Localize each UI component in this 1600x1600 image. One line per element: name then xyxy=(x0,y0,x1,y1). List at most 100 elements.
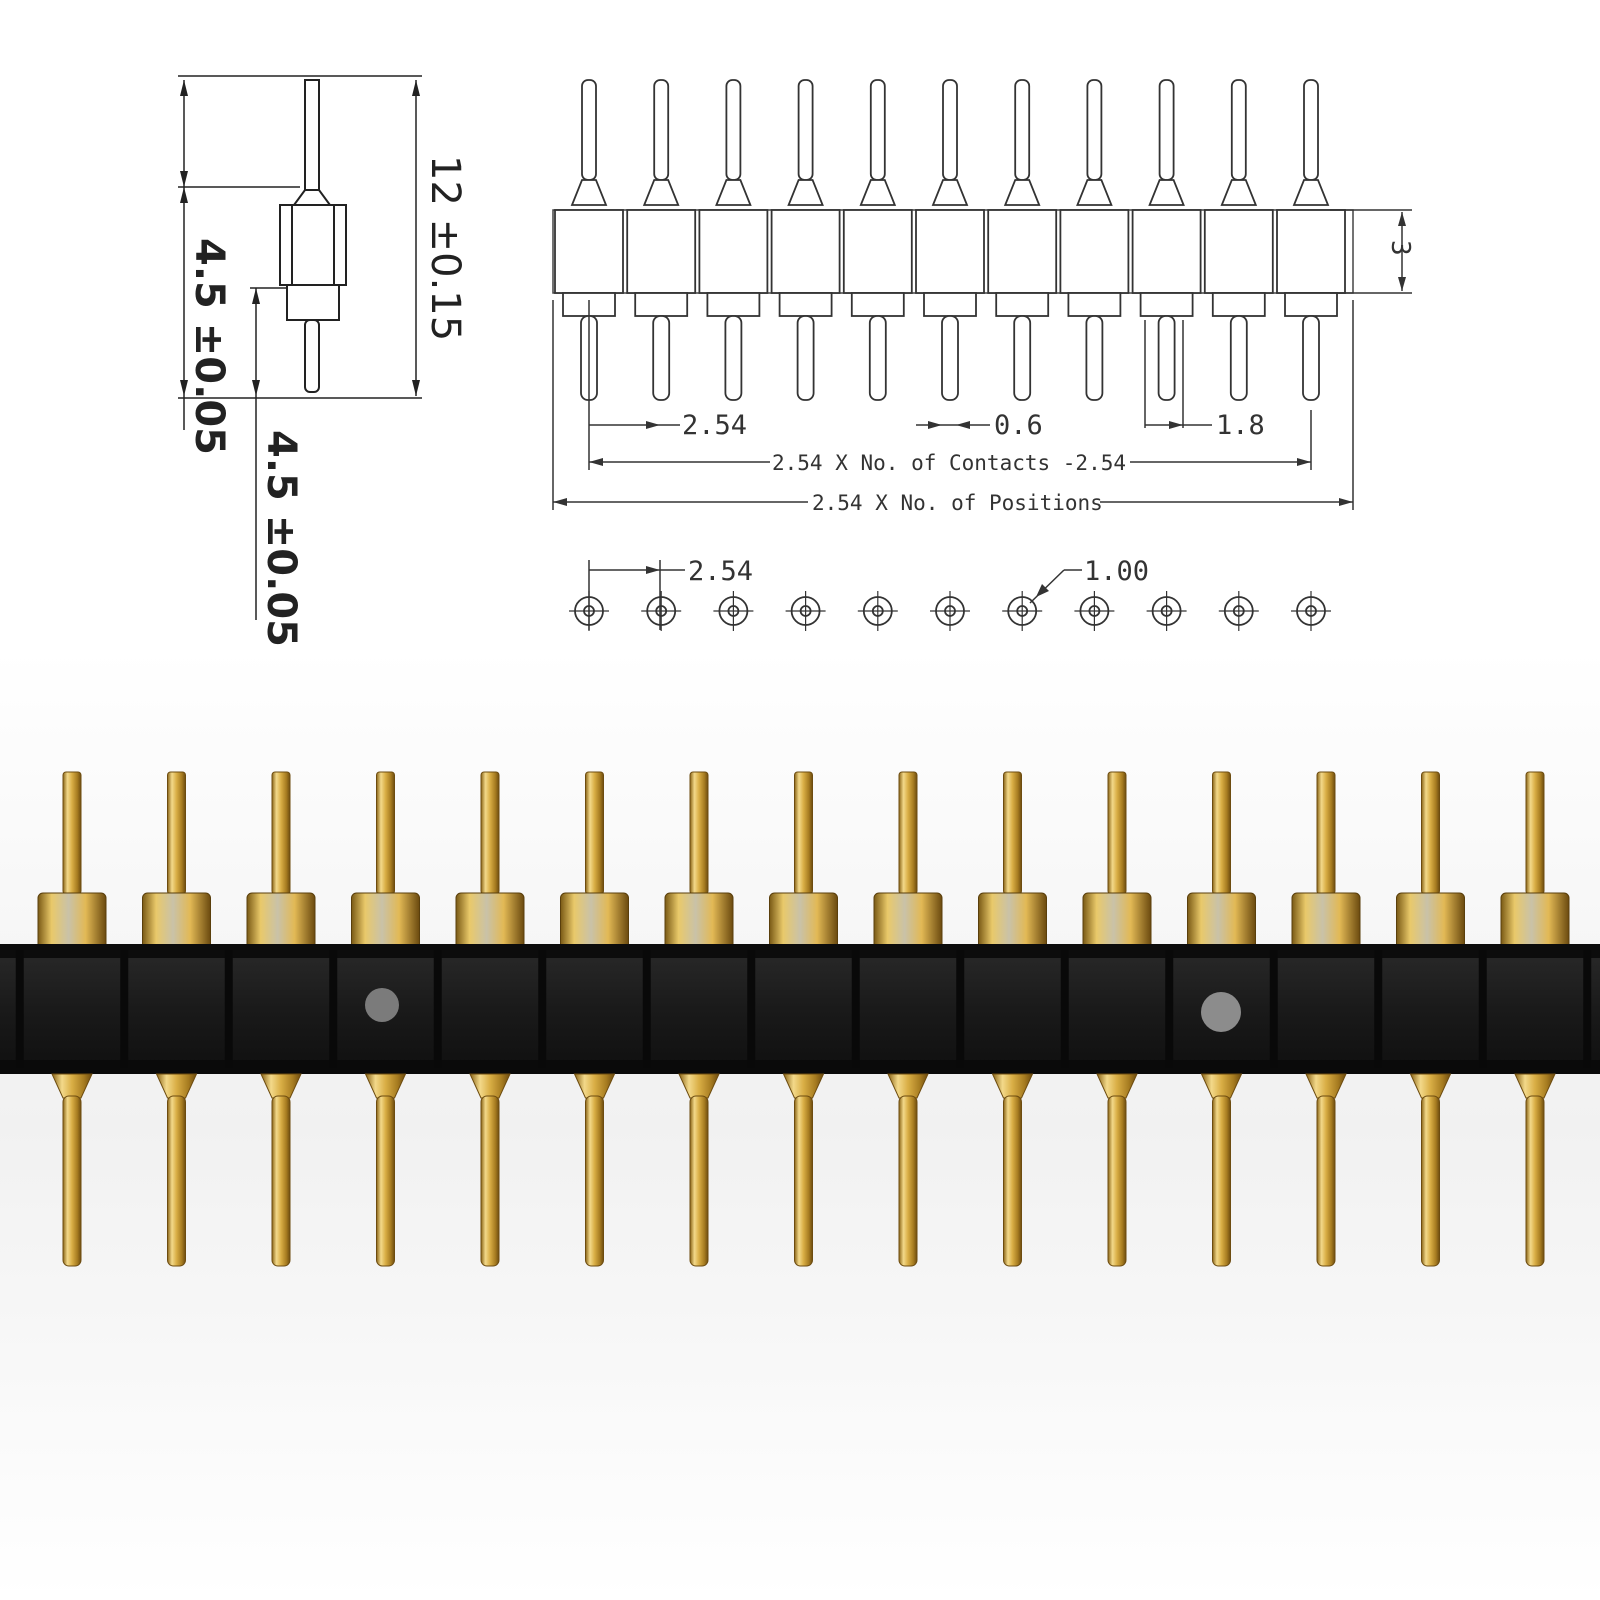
front-pin xyxy=(626,79,697,401)
photo-pin-collar xyxy=(1291,892,1361,952)
front-pin-cell xyxy=(698,209,769,294)
photo-pin-funnel xyxy=(678,1073,720,1099)
front-pin-upper xyxy=(797,79,814,181)
dim-positions-label: 2.54 X No. of Positions xyxy=(812,491,1103,515)
photo-pin-collar xyxy=(1396,892,1465,952)
photo-body-groove xyxy=(433,950,442,1068)
dim-lower-label: 4.5 ±0.05 xyxy=(258,430,304,647)
photo-pin-collar xyxy=(246,892,316,952)
footprint-hole-label: 1.00 xyxy=(1084,556,1149,587)
photo-pin-collar xyxy=(142,892,211,952)
front-view xyxy=(552,79,1354,401)
photo-pin-upper xyxy=(689,771,709,895)
side-body xyxy=(279,204,347,286)
photo-pin-funnel xyxy=(573,1073,616,1099)
dim-height-label: 3 xyxy=(1385,240,1415,256)
dim-total-label: 12 ±0.15 xyxy=(422,155,468,341)
photo-pin-funnel xyxy=(155,1073,198,1099)
front-pin-lower xyxy=(1157,315,1176,401)
front-pin-shoulder xyxy=(850,292,905,317)
photo-pin-upper xyxy=(1212,771,1231,895)
front-pin-lower xyxy=(1229,315,1248,401)
front-pin-cell xyxy=(626,209,697,294)
front-pin-taper xyxy=(931,179,969,206)
side-pin-lower xyxy=(304,319,320,393)
photo-body-groove xyxy=(956,950,965,1068)
photo-pin-lower xyxy=(167,1095,186,1267)
photo-pin-lower xyxy=(1212,1095,1231,1267)
photo-pin-upper xyxy=(1003,771,1022,895)
photo-pin-upper xyxy=(898,771,918,895)
front-pin-taper xyxy=(1292,179,1330,206)
photo-body-groove xyxy=(329,950,338,1068)
photo-header-strip xyxy=(0,771,1600,1267)
photo-pin-collar xyxy=(455,892,525,952)
photo-body-groove xyxy=(15,950,24,1068)
photo-body-groove xyxy=(642,950,651,1068)
front-pin-taper xyxy=(859,179,897,206)
front-pin-shoulder xyxy=(1067,292,1122,317)
front-pin-upper xyxy=(1303,79,1319,181)
front-pin-taper xyxy=(570,179,608,206)
photo-pin-lower xyxy=(794,1095,813,1267)
photo-pin-lower xyxy=(62,1095,82,1267)
photo-pin-lower xyxy=(898,1095,918,1267)
dim-pin-dia-label: 0.6 xyxy=(994,410,1043,441)
footprint-dimensions xyxy=(588,560,1082,630)
photo-pin-lower xyxy=(1107,1095,1127,1267)
photo-pin-lower xyxy=(480,1095,500,1267)
photo-pin-funnel xyxy=(991,1073,1034,1099)
front-pin-taper xyxy=(1148,179,1185,206)
photo-pin-collar xyxy=(560,892,629,952)
photo-pin-upper xyxy=(1525,771,1545,895)
front-pin-lower xyxy=(941,315,959,401)
front-pin-upper xyxy=(1086,79,1103,181)
photo-body-groove xyxy=(1583,950,1592,1068)
front-pin-upper xyxy=(1158,79,1175,181)
photo-pin-funnel xyxy=(469,1073,511,1099)
front-pin xyxy=(842,79,913,401)
front-pin-taper xyxy=(1076,179,1113,206)
front-pin-cell xyxy=(987,209,1058,294)
photo-pin-funnel xyxy=(887,1073,929,1099)
front-pin-lower xyxy=(1085,315,1104,401)
photo-pin-upper xyxy=(794,771,813,895)
photo-pin-lower xyxy=(376,1095,395,1267)
front-pin-upper xyxy=(725,79,742,181)
photo-pin-lower xyxy=(271,1095,291,1267)
front-pin-lower xyxy=(724,315,743,401)
front-pin xyxy=(1203,79,1274,401)
front-pin-shoulder xyxy=(995,292,1050,317)
front-pin xyxy=(1059,79,1130,401)
front-pin-cell xyxy=(1203,209,1274,294)
front-pin-shoulder xyxy=(778,292,833,317)
photo-body-groove xyxy=(851,950,860,1068)
photo-pin-collar xyxy=(769,892,838,952)
photo-pin-upper xyxy=(271,771,291,895)
footprint-hole xyxy=(1146,591,1187,631)
photo-pin-collar xyxy=(1500,892,1570,952)
footprint-hole xyxy=(1218,591,1259,631)
front-pin-cell xyxy=(770,209,841,294)
front-dimensions xyxy=(552,209,1412,510)
front-pin-lower xyxy=(796,315,815,401)
dim-contacts-label: 2.54 X No. of Contacts -2.54 xyxy=(772,451,1126,475)
photo-pin-upper xyxy=(167,771,186,895)
front-pin-taper xyxy=(787,179,824,206)
front-pin-cell xyxy=(1131,209,1202,294)
photo-mold-mark xyxy=(1201,992,1241,1032)
front-pin xyxy=(915,79,985,401)
photo-pin-funnel xyxy=(1514,1073,1556,1099)
front-pin xyxy=(770,79,841,401)
photo-pin-funnel xyxy=(1096,1073,1138,1099)
footprint-row xyxy=(569,591,1331,631)
photo-pin-upper xyxy=(1107,771,1127,895)
front-pin xyxy=(698,79,769,401)
front-pin-cell xyxy=(1059,209,1130,294)
photo-pin-lower xyxy=(689,1095,709,1267)
side-view xyxy=(178,75,422,620)
photo-body-groove xyxy=(747,950,756,1068)
photo-pin-collar xyxy=(873,892,943,952)
front-pin-shoulder xyxy=(1139,292,1194,317)
front-pin xyxy=(1276,79,1346,401)
